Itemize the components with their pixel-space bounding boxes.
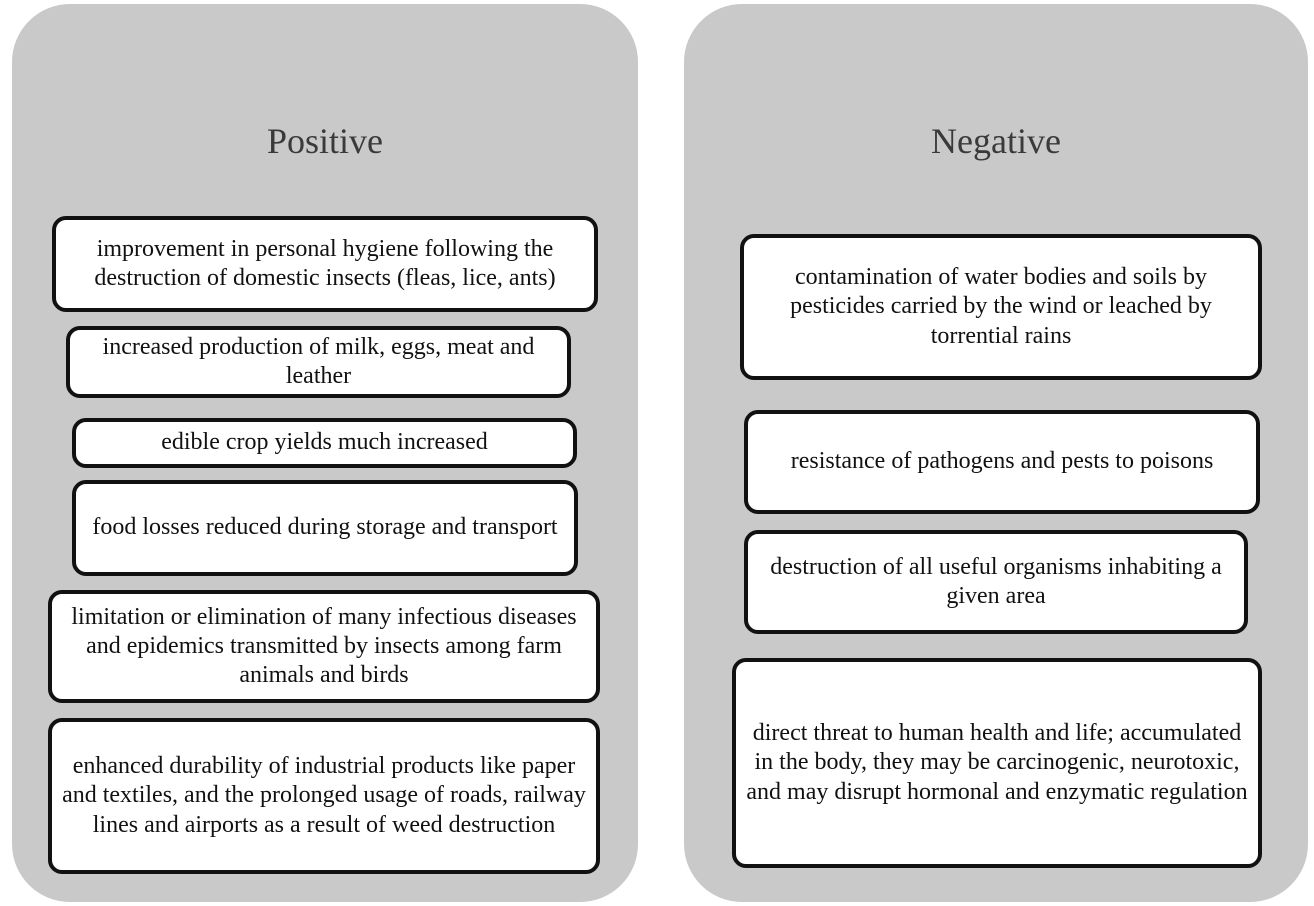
negative-item-destruction: destruction of all useful organisms inha…: [744, 530, 1248, 634]
negative-item-text: contamination of water bodies and soils …: [790, 264, 1212, 349]
negative-panel: Negative contamination of water bodies a…: [684, 4, 1308, 902]
positive-item-production: increased production of milk, eggs, meat…: [66, 326, 571, 398]
negative-item-text: direct threat to human health and life; …: [746, 720, 1248, 805]
positive-panel: Positive improvement in personal hygiene…: [12, 4, 638, 902]
positive-item-hygiene: improvement in personal hygiene followin…: [52, 216, 598, 312]
positive-item-text: enhanced durability of industrial produc…: [62, 753, 586, 838]
positive-item-crop-yields: edible crop yields much increased: [72, 418, 577, 468]
positive-title: Positive: [266, 121, 383, 161]
positive-item-text: improvement in personal hygiene followin…: [94, 235, 556, 291]
negative-title: Negative: [931, 121, 1061, 161]
positive-item-text: limitation or elimination of many infect…: [71, 603, 577, 689]
positive-item-text: food losses reduced during storage and t…: [92, 514, 558, 541]
positive-item-food-losses: food losses reduced during storage and t…: [72, 480, 578, 576]
positive-item-disease-limitation: limitation or elimination of many infect…: [48, 590, 600, 703]
positive-item-text: increased production of milk, eggs, meat…: [102, 333, 535, 389]
negative-item-text: destruction of all useful organisms inha…: [770, 553, 1222, 609]
positive-item-text: edible crop yields much increased: [161, 429, 488, 456]
negative-item-resistance: resistance of pathogens and pests to poi…: [744, 410, 1260, 514]
negative-item-text: resistance of pathogens and pests to poi…: [790, 448, 1214, 475]
positive-item-durability: enhanced durability of industrial produc…: [48, 718, 600, 874]
negative-item-health-threat: direct threat to human health and life; …: [732, 658, 1262, 868]
negative-item-contamination: contamination of water bodies and soils …: [740, 234, 1262, 380]
